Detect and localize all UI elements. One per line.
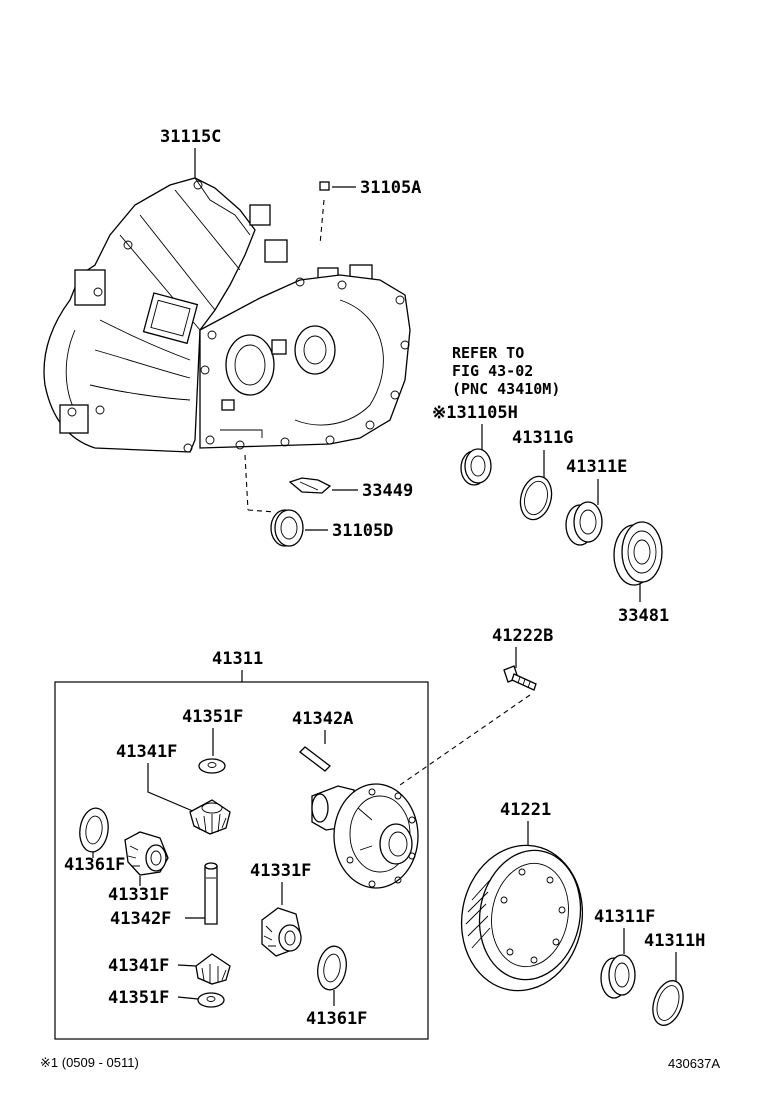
part-number-41221: 41221 <box>500 800 551 820</box>
part-number-41341F-top: 41341F <box>116 742 177 762</box>
shaft-41342F-drawing <box>185 862 218 925</box>
pinion-gear-41341F-top-drawing <box>147 763 231 835</box>
part-number-41351F-top: 41351F <box>182 707 243 727</box>
part-number-31115C: 31115C <box>160 127 221 147</box>
seal-31105H-drawing <box>460 424 492 486</box>
pinion-gear-41341F-bot-drawing <box>177 953 231 985</box>
footer-applicability-note: ※1 (0509 - 0511) <box>40 1055 139 1070</box>
part-number-41361F-left: 41361F <box>64 855 125 875</box>
figure-code: 430637A <box>668 1056 720 1071</box>
part-number-41331F-left: 41331F <box>108 885 169 905</box>
part-number-41341F-bot: 41341F <box>108 956 169 976</box>
differential-case-drawing <box>311 783 419 889</box>
refer-note-line-3: (PNC 43410M) <box>452 380 560 398</box>
refer-note-line-1: REFER TO <box>452 344 524 362</box>
part-number-33481: 33481 <box>618 606 669 626</box>
seal-31105D-drawing <box>244 454 328 547</box>
bearing-41311E-drawing <box>565 479 603 546</box>
part-number-41342F: 41342F <box>110 909 171 929</box>
part-number-41311H: 41311H <box>644 931 705 951</box>
part-number-31105A: 31105A <box>360 178 421 198</box>
part-number-41311F: 41311F <box>594 907 655 927</box>
part-number-41342A: 41342A <box>292 709 353 729</box>
differential-assembly-box <box>54 681 429 1040</box>
part-number-41351F-bot: 41351F <box>108 988 169 1008</box>
washer-41311H-drawing <box>652 952 684 1026</box>
part-number-31105H: ※131105H <box>432 403 518 423</box>
part-number-41311G: 41311G <box>512 428 573 448</box>
part-number-41311E: 41311E <box>566 457 627 477</box>
washer-41361F-bot-drawing <box>317 945 347 1006</box>
ring-gear-41221-drawing <box>460 821 584 992</box>
oil-receiver-33449-drawing <box>288 477 358 494</box>
bearing-41311F-drawing <box>600 928 636 999</box>
washer-41361F-left-drawing <box>79 807 109 858</box>
plug-31105A-drawing <box>319 181 356 246</box>
transmission-case-drawing <box>43 177 411 453</box>
refer-note-line-2: FIG 43-02 <box>452 362 533 380</box>
pin-41342A-drawing <box>299 730 331 772</box>
part-number-41331F-mid: 41331F <box>250 861 311 881</box>
part-number-41222B: 41222B <box>492 626 553 646</box>
washer-41311G-drawing <box>519 450 553 521</box>
part-number-33449: 33449 <box>362 481 413 501</box>
part-number-31105D: 31105D <box>332 521 393 541</box>
washer-41351F-bot-drawing <box>177 992 225 1008</box>
part-number-41311: 41311 <box>212 649 263 669</box>
seal-33481-drawing <box>613 521 663 602</box>
part-number-41361F-bot: 41361F <box>306 1009 367 1029</box>
side-gear-41331F-left-drawing <box>124 831 169 886</box>
washer-41351F-top-drawing <box>198 728 226 774</box>
bolt-41222B-drawing <box>399 647 537 786</box>
side-gear-41331F-mid-drawing <box>261 882 302 957</box>
